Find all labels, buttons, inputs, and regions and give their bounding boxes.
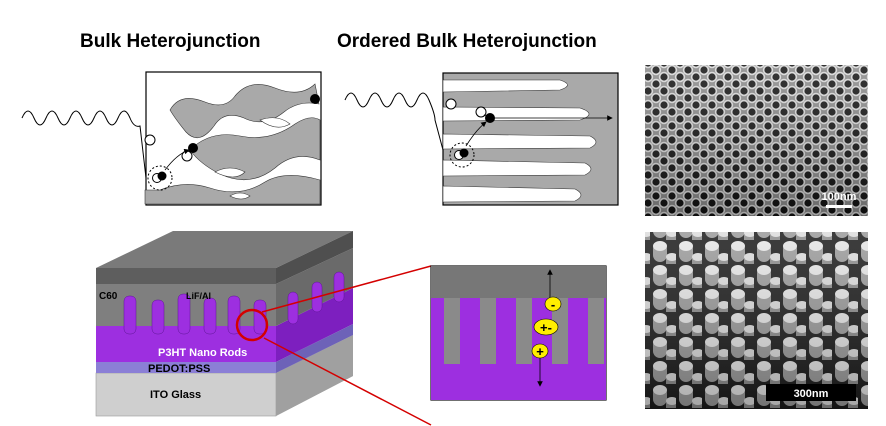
sem-image-rods: 300nm (645, 232, 868, 409)
ordered-bulk-heterojunction-title: Ordered Bulk Heterojunction (337, 31, 597, 52)
electron-marker (544, 296, 562, 312)
electron-sign: - (551, 297, 555, 312)
bulk-heterojunction-title: Bulk Heterojunction (80, 31, 261, 52)
label-c60: C60 (99, 291, 118, 302)
scale-label-100nm: 100nm (822, 191, 857, 203)
hole-sign: + (536, 344, 544, 359)
zoom-line-top (261, 265, 432, 313)
top-electrode (96, 268, 276, 284)
pedot-layer (96, 362, 276, 373)
hole-marker (531, 343, 549, 359)
scale-bar-100nm (826, 205, 852, 208)
scale-label-300nm: 300nm (794, 388, 829, 400)
photon-wave-bulk (21, 110, 147, 179)
label-p3ht: P3HT Nano Rods (158, 347, 247, 359)
sem-image-pores: 100nm (645, 65, 868, 216)
exciton-sign: +- (540, 320, 552, 335)
zoom-line-bottom (263, 337, 432, 426)
scale-bar-300nm (766, 384, 856, 401)
photon-wave-ordered (344, 92, 444, 151)
zoom-inset: - +- + (430, 265, 607, 401)
label-pedot: PEDOT:PSS (148, 363, 210, 375)
label-lif-al: LiF/Al (186, 291, 211, 301)
acceptor-phase-bulk (169, 83, 320, 139)
zoom-circle (235, 308, 269, 342)
device-stack-3d: C60 LiF/Al P3HT Nano Rods PEDOT:PSS ITO … (95, 231, 432, 426)
ordered-heterojunction-diagram (344, 72, 619, 206)
bulk-heterojunction-diagram (21, 71, 322, 206)
label-ito-glass: ITO Glass (150, 389, 201, 401)
ito-layer (95, 372, 277, 417)
exciton-marker (533, 318, 559, 336)
